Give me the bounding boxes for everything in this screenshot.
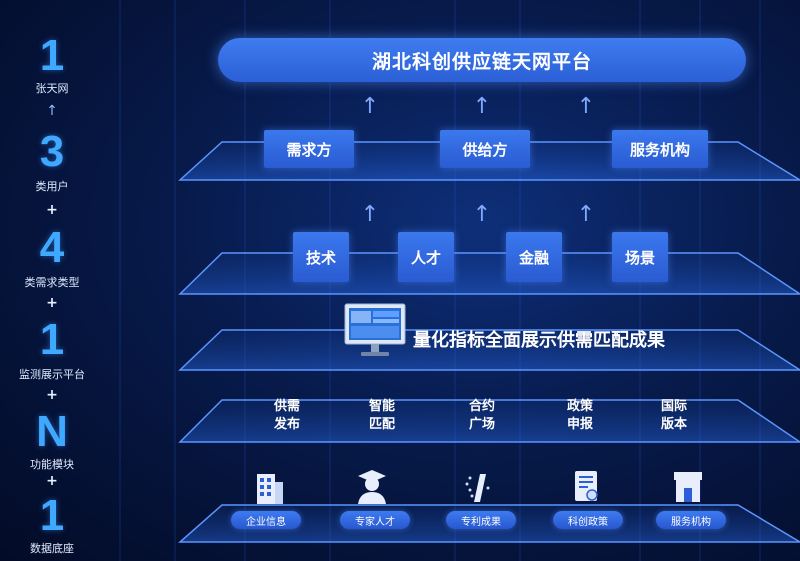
left-label-1: 张天网: [35, 82, 69, 95]
left-up-arrow-icon: ↑: [46, 103, 58, 119]
up-arrow-icon: ↑: [576, 202, 596, 227]
expert-person-icon: [358, 470, 386, 504]
demand-box-scene: 场景: [612, 232, 668, 282]
left-label-2: 类用户: [35, 180, 69, 193]
left-number-2: 3: [39, 127, 65, 176]
left-number-6: 1: [39, 491, 65, 540]
left-number-4: 1: [39, 315, 65, 364]
data-base-label-3: 专利成果: [446, 511, 516, 529]
module-3: 合约广场: [468, 399, 495, 432]
up-arrow-icon: ↑: [360, 94, 380, 119]
monitor-icon: [344, 303, 406, 356]
platform-layer-monitor: [178, 329, 800, 371]
up-arrow-icon: ↑: [472, 94, 492, 119]
left-number-1: 1: [39, 31, 65, 80]
user-box-service: 服务机构: [612, 130, 708, 168]
left-label-5: 功能模块: [30, 458, 74, 471]
data-base-label-2: 专家人才: [340, 511, 410, 529]
user-box-demand: 需求方: [264, 130, 354, 168]
data-base-label-5: 服务机构: [656, 511, 726, 529]
up-arrow-icon: ↑: [472, 202, 492, 227]
left-plus-3: +: [46, 387, 58, 403]
left-label-3: 类需求类型: [24, 276, 80, 289]
left-number-3: 4: [39, 223, 65, 272]
building-icon: [257, 474, 283, 504]
platform-layer-demand: [178, 252, 800, 295]
left-number-5: N: [36, 407, 68, 456]
module-2: 智能匹配: [368, 399, 395, 432]
platform-layer-modules: [178, 399, 800, 443]
up-arrow-icon: ↑: [360, 202, 380, 227]
demand-box-finance: 金融: [506, 232, 562, 282]
data-base-label-4: 科创政策: [553, 511, 623, 529]
up-arrow-icon: ↑: [576, 94, 596, 119]
left-label-6: 数据底座: [30, 542, 74, 555]
demand-box-talent: 人才: [398, 232, 454, 282]
monitor-headline: 量化指标全面展示供需匹配成果: [413, 330, 665, 351]
patent-idea-icon: [465, 474, 490, 502]
user-box-supply: 供给方: [440, 130, 530, 168]
service-shop-icon: [674, 472, 702, 502]
data-base-label-1: 企业信息: [231, 511, 301, 529]
left-label-4: 监测展示平台: [19, 368, 85, 381]
demand-box-tech: 技术: [293, 232, 349, 282]
left-plus-1: +: [46, 202, 58, 218]
module-1: 供需发布: [273, 399, 300, 432]
platform-title-banner: 湖北科创供应链天网平台: [218, 38, 746, 82]
left-plus-2: +: [46, 295, 58, 311]
policy-document-icon: [575, 471, 598, 501]
module-5: 国际版本: [660, 399, 687, 432]
module-4: 政策申报: [566, 399, 593, 432]
left-plus-4: +: [46, 473, 58, 489]
